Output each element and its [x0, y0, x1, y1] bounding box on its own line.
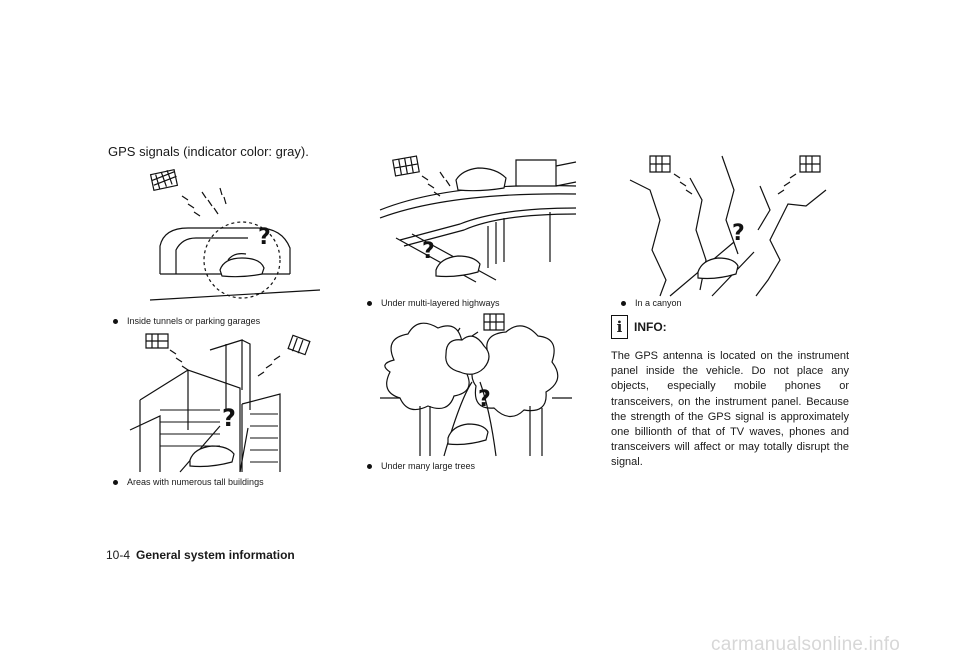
satellite-icon [800, 156, 820, 172]
intro-text: GPS signals (indicator color: gray). [108, 144, 309, 159]
bullet-icon [113, 479, 118, 485]
satellite-icon [393, 156, 419, 176]
svg-text:?: ? [732, 221, 745, 246]
bullet-icon [621, 300, 626, 306]
caption-tunnels: Inside tunnels or parking garages [113, 316, 260, 326]
satellite-icon [484, 314, 504, 330]
section-title: General system information [136, 548, 295, 562]
satellite-icon [650, 156, 670, 172]
info-heading-label: INFO: [634, 320, 667, 334]
svg-text:?: ? [478, 387, 491, 412]
highway-illustration: ? [380, 152, 576, 292]
info-heading: i INFO: [611, 315, 667, 339]
caption-canyon: In a canyon [621, 298, 682, 308]
satellite-icon [288, 335, 310, 354]
bullet-icon [367, 300, 372, 306]
info-icon: i [611, 315, 628, 339]
satellite-icon [150, 168, 178, 190]
canyon-illustration: ? [630, 150, 826, 296]
bullet-icon [113, 318, 118, 324]
info-body: The GPS antenna is located on the instru… [611, 350, 849, 469]
bullet-icon [367, 463, 372, 469]
svg-text:?: ? [422, 239, 435, 264]
svg-text:?: ? [258, 225, 271, 250]
tunnel-illustration: ? [130, 168, 320, 304]
buildings-illustration: ? [130, 330, 310, 472]
svg-text:?: ? [222, 404, 236, 432]
caption-highways: Under multi-layered highways [367, 298, 500, 308]
page-footer: 10-4 General system information [106, 548, 295, 562]
caption-buildings: Areas with numerous tall buildings [113, 477, 264, 487]
watermark: carmanualsonline.info [711, 634, 901, 655]
trees-illustration: ? [380, 310, 572, 456]
satellite-icon [146, 334, 168, 348]
page-number: 10-4 [106, 548, 131, 562]
caption-trees: Under many large trees [367, 461, 475, 471]
